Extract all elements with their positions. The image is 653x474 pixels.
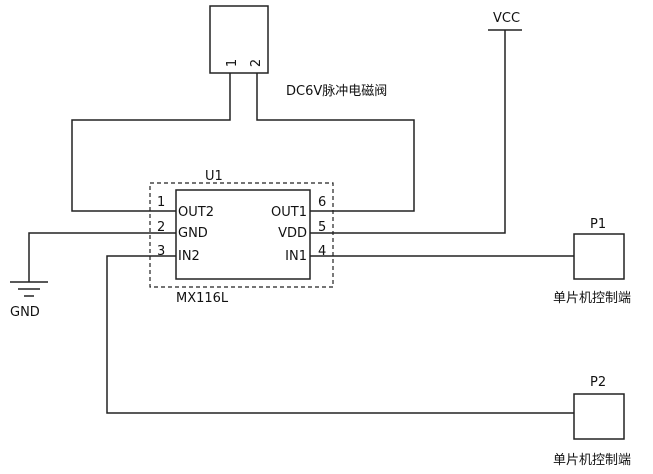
wire-gnd <box>28 232 176 282</box>
chip-designator: U1 <box>205 169 223 184</box>
chip-pin1-name: OUT2 <box>178 205 214 220</box>
chip-outline-dashed <box>149 182 334 288</box>
connector-p2: P2 单片机控制端 <box>553 375 631 468</box>
valve-body <box>209 5 269 74</box>
wire-valve-pin1-to-out2 <box>71 73 231 212</box>
wire-valve-pin2-to-out1 <box>256 73 415 212</box>
gnd-label: GND <box>10 305 40 320</box>
chip-pin4-number: 4 <box>318 244 326 259</box>
chip-pin1-number: 1 <box>157 195 165 210</box>
p2-description: 单片机控制端 <box>553 453 631 468</box>
chip-pin6-name: OUT1 <box>271 205 307 220</box>
connector-p1: P1 单片机控制端 <box>553 217 631 306</box>
chip-pin6-number: 6 <box>318 195 326 210</box>
vcc-label: VCC <box>493 11 520 26</box>
solenoid-valve: 1 2 DC6V脉冲电磁阀 <box>209 5 387 99</box>
chip-pin2-number: 2 <box>157 220 165 235</box>
vcc-supply: VCC <box>488 11 522 31</box>
chip-pin3-number: 3 <box>157 244 165 259</box>
chip-pin3-name: IN2 <box>178 249 200 264</box>
chip-pin4-name: IN1 <box>285 249 307 264</box>
wire-vcc-to-vdd <box>310 30 506 234</box>
chip-pin2-name: GND <box>178 226 208 241</box>
chip-body <box>175 189 311 280</box>
wire-in2-to-p2 <box>106 255 574 414</box>
chip-pin5-number: 5 <box>318 220 326 235</box>
chip-pin5-name: VDD <box>278 226 307 241</box>
p2-body <box>573 393 625 440</box>
p2-designator: P2 <box>590 375 606 390</box>
p1-designator: P1 <box>590 217 606 232</box>
chip-part-number: MX116L <box>176 291 229 306</box>
valve-pin2-label: 2 <box>249 59 264 67</box>
driver-chip-u1: U1 MX116L 1 2 3 OUT2 GND IN2 6 5 4 OUT1 … <box>149 169 334 306</box>
valve-label: DC6V脉冲电磁阀 <box>286 84 387 99</box>
wires <box>28 30 574 414</box>
p1-body <box>573 233 625 280</box>
ground-symbol: GND <box>10 281 48 320</box>
valve-pin1-label: 1 <box>225 59 240 67</box>
p1-description: 单片机控制端 <box>553 291 631 306</box>
